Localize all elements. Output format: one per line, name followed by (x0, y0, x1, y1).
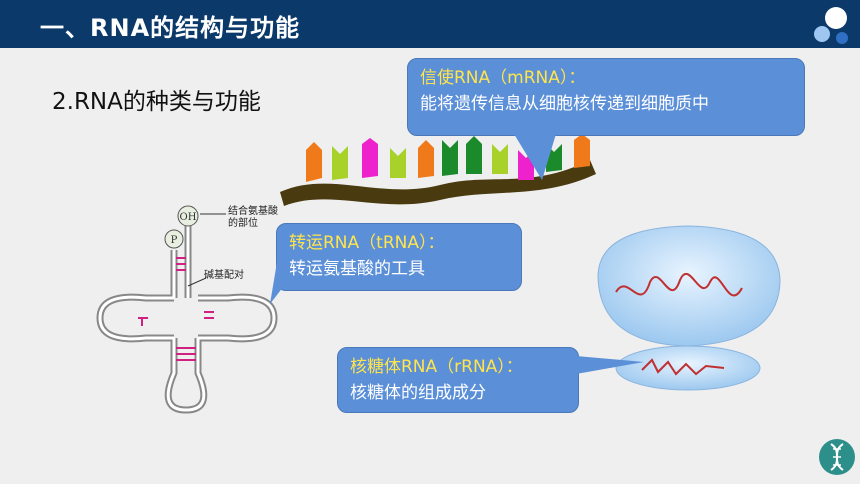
dna-icon (819, 439, 855, 475)
rrna-callout-text: 核糖体的组成成分 (350, 383, 486, 403)
trna-cloverleaf-diagram: OH P 结合氨基酸 的部位 碱基配对 (96, 204, 278, 414)
page-title: 一、RNA的结构与功能 (40, 14, 301, 42)
mrna-callout: 信使RNA（mRNA）： 能将遗传信息从细胞核传递到细胞质中 (407, 58, 805, 136)
ribosome-illustration (597, 225, 781, 391)
mrna-strand-illustration (280, 134, 596, 206)
binding-site-label-2: 的部位 (228, 216, 258, 229)
mrna-callout-text: 能将遗传信息从细胞核传递到细胞质中 (420, 94, 709, 114)
rrna-callout: 核糖体RNA（rRNA）： 核糖体的组成成分 (337, 347, 579, 413)
oh-label: OH (180, 212, 197, 223)
trna-callout-title: 转运RNA（tRNA）： (289, 233, 445, 253)
rrna-callout-title: 核糖体RNA（rRNA）： (350, 357, 523, 377)
section-subtitle: 2.RNA的种类与功能 (52, 89, 261, 115)
trna-callout-text: 转运氨基酸的工具 (289, 259, 425, 279)
mrna-callout-pointer (514, 134, 556, 180)
rrna-callout-pointer (576, 356, 644, 374)
p-label: P (171, 235, 178, 246)
header-bar: 一、RNA的结构与功能 (0, 0, 860, 48)
mrna-callout-title: 信使RNA（mRNA）： (420, 68, 586, 88)
trna-callout-pointer (270, 256, 290, 304)
trna-callout: 转运RNA（tRNA）： 转运氨基酸的工具 (276, 223, 522, 291)
base-pair-label: 碱基配对 (204, 268, 244, 281)
binding-site-label-1: 结合氨基酸 (228, 204, 278, 217)
logo-dots-icon (814, 7, 848, 44)
